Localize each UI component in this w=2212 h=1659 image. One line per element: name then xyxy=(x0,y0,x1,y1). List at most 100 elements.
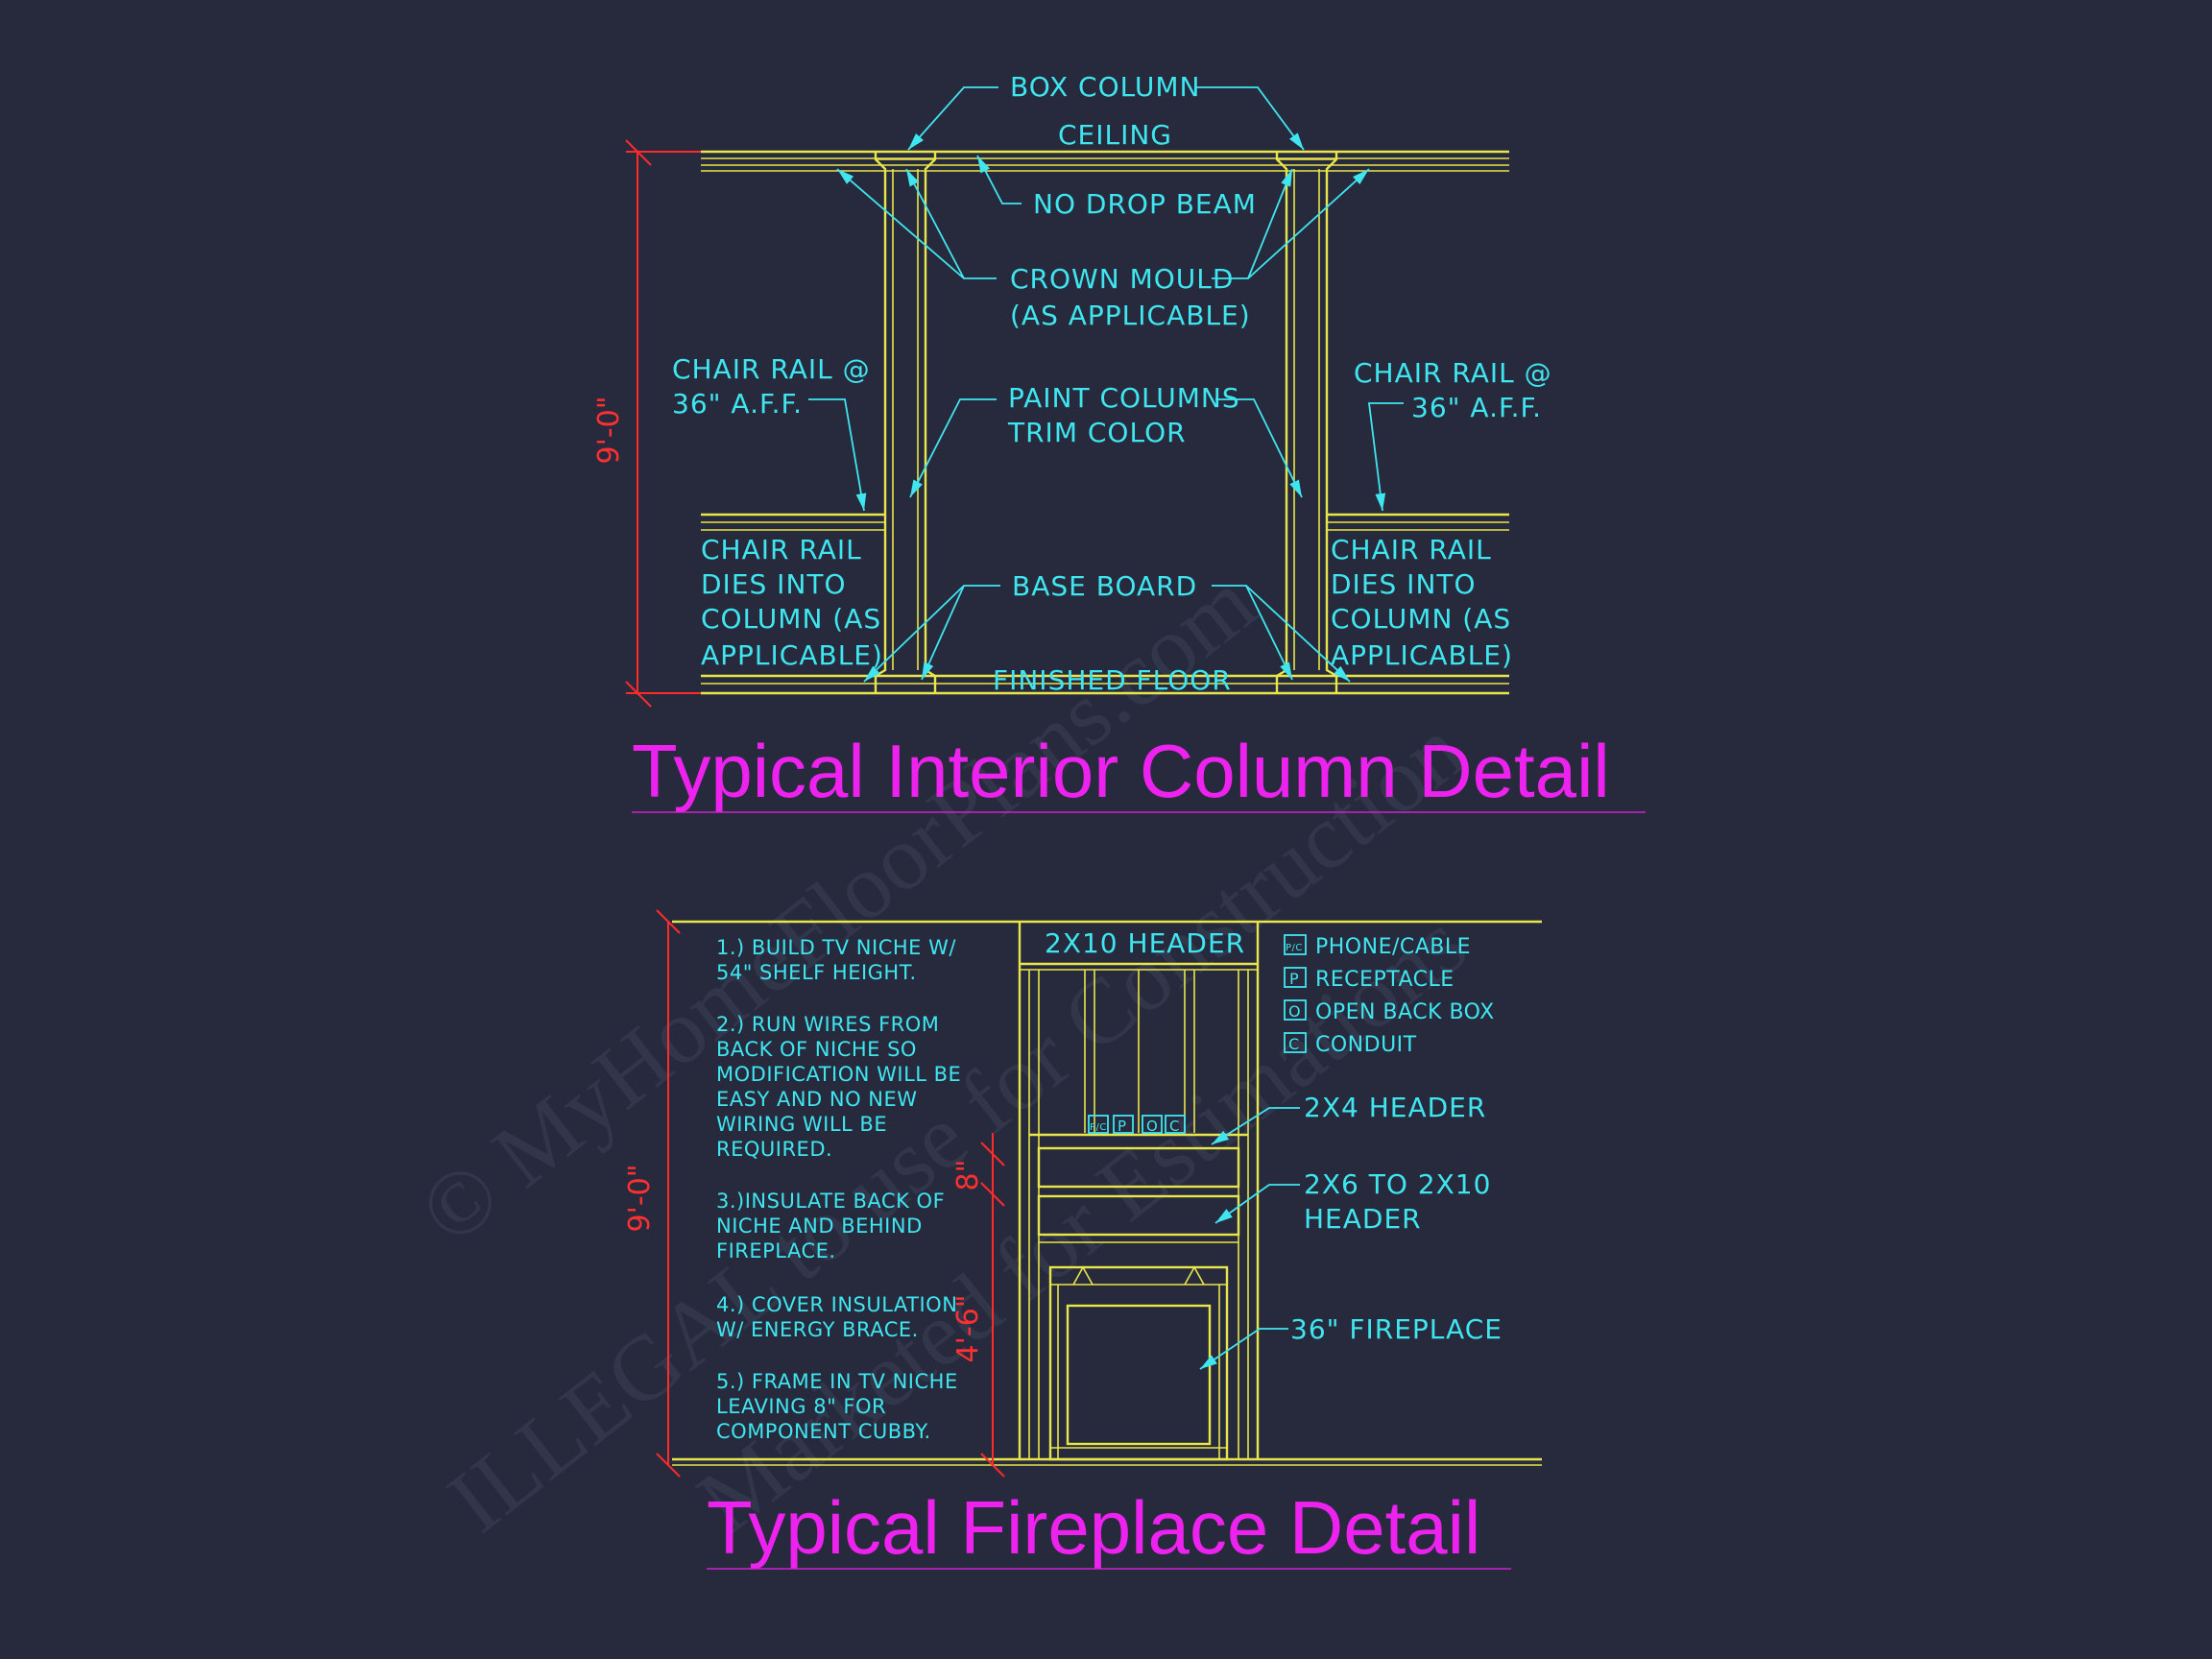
note-4-line: W/ ENERGY BRACE. xyxy=(716,1318,919,1341)
fireplace-notes: 1.) BUILD TV NICHE W/ 54" SHELF HEIGHT. … xyxy=(716,936,961,1443)
leader-2x6-header xyxy=(1214,1184,1300,1224)
leader-crown-left-1 xyxy=(836,168,997,279)
legend-symbol: P xyxy=(1289,970,1299,988)
label-2x6-header: 2X6 TO 2X10 xyxy=(1304,1168,1491,1200)
note-3-line: NICHE AND BEHIND xyxy=(716,1214,923,1238)
leader-chair-rail-left xyxy=(808,398,867,512)
header-2x6-box xyxy=(1037,1194,1240,1237)
label-box-column: BOX COLUMN xyxy=(1010,71,1200,103)
fireplace-leaders xyxy=(1199,1107,1300,1370)
phone-cable-icon xyxy=(1088,1115,1109,1134)
column-detail-labels: BOX COLUMN CEILING NO DROP BEAM CROWN MO… xyxy=(672,71,1551,696)
note-2-line: 2.) RUN WIRES FROM xyxy=(716,1013,939,1036)
header-2x4-box xyxy=(1037,1146,1240,1189)
note-4-line: 4.) COVER INSULATION xyxy=(716,1293,957,1316)
label-dies-left: APPLICABLE) xyxy=(701,639,883,671)
fireplace-vent xyxy=(1072,1265,1094,1286)
note-3-line: FIREPLACE. xyxy=(716,1239,836,1262)
leader-no-drop-beam xyxy=(976,155,1022,204)
fireplace-dimensions: 9'-0" 8" 4'-6" xyxy=(623,909,1005,1478)
leader-crown-right-1 xyxy=(1212,168,1370,279)
legend-label: PHONE/CABLE xyxy=(1315,935,1471,959)
note-2-line: WIRING WILL BE xyxy=(716,1113,887,1136)
legend-label: CONDUIT xyxy=(1315,1033,1417,1057)
legend-label: OPEN BACK BOX xyxy=(1315,1000,1495,1024)
legend: P/C PHONE/CABLE P RECEPTACLE O OPEN BACK… xyxy=(1284,934,1495,1057)
fireplace-surround xyxy=(1048,1265,1229,1461)
leader-2x4-header xyxy=(1211,1107,1300,1145)
label-dies-right: COLUMN (AS xyxy=(1331,603,1511,635)
legend-conduit-icon xyxy=(1284,1032,1307,1053)
label-trim-color: TRIM COLOR xyxy=(1007,417,1187,448)
label-dies-right: DIES INTO xyxy=(1331,568,1477,600)
label-crown-mould: CROWN MOULD xyxy=(1010,263,1234,295)
leader-box-column-right xyxy=(1194,86,1305,151)
label-ceiling: CEILING xyxy=(1058,119,1172,151)
leader-paint-right xyxy=(1215,398,1303,498)
cubby-dim: 8" xyxy=(951,1160,985,1191)
fireplace-labels: 2X10 HEADER 2X4 HEADER 2X6 TO 2X10 HEADE… xyxy=(1045,927,1502,1345)
label-chair-rail-left-height: 36" A.F.F. xyxy=(672,388,803,420)
fireplace-height-dim: 4'-6" xyxy=(951,1294,985,1362)
label-dies-right: APPLICABLE) xyxy=(1331,639,1513,671)
label-no-drop-beam: NO DROP BEAM xyxy=(1033,188,1257,220)
fireplace-detail-title: Typical Fireplace Detail xyxy=(707,1485,1480,1570)
note-5-line: LEAVING 8" FOR xyxy=(716,1395,886,1418)
label-finished-floor: FINISHED FLOOR xyxy=(993,664,1232,696)
note-2-line: REQUIRED. xyxy=(716,1138,832,1161)
label-paint-columns: PAINT COLUMNS xyxy=(1008,382,1240,414)
column-height-dim: 9'-0" xyxy=(592,396,626,464)
legend-receptacle-icon xyxy=(1284,967,1307,988)
fireplace-firebox xyxy=(1066,1304,1212,1446)
label-dies-left: CHAIR RAIL xyxy=(701,534,862,565)
legend-symbol: P/C xyxy=(1286,943,1303,953)
column-detail-leaders xyxy=(808,86,1404,683)
receptacle-icon xyxy=(1113,1115,1134,1134)
leader-crown-left-2 xyxy=(905,168,965,279)
label-dies-right: CHAIR RAIL xyxy=(1331,534,1492,565)
label-2x10-header: 2X10 HEADER xyxy=(1045,927,1245,959)
legend-label: RECEPTACLE xyxy=(1315,968,1455,992)
note-2-line: EASY AND NO NEW xyxy=(716,1088,918,1111)
leader-crown-right-2 xyxy=(1247,168,1293,279)
label-2x6-header-2: HEADER xyxy=(1304,1203,1422,1235)
outlet-symbol: O xyxy=(1146,1118,1158,1135)
legend-symbol: O xyxy=(1288,1002,1301,1021)
note-2-line: BACK OF NICHE SO xyxy=(716,1038,917,1061)
niche-outlets: P/C P O C xyxy=(1088,1115,1186,1135)
label-crown-mould-note: (AS APPLICABLE) xyxy=(1010,300,1251,331)
note-3-line: 3.)INSULATE BACK OF xyxy=(716,1190,945,1213)
legend-phone-cable-icon xyxy=(1284,934,1307,955)
leader-fireplace xyxy=(1199,1328,1288,1370)
fireplace-overall-dim: 9'-0" xyxy=(623,1164,657,1232)
note-5-line: COMPONENT CUBBY. xyxy=(716,1420,931,1443)
fireplace-vent xyxy=(1184,1265,1205,1286)
leader-base-right-2 xyxy=(1245,585,1293,681)
conduit-icon xyxy=(1165,1115,1186,1134)
outlet-symbol: P xyxy=(1118,1118,1127,1135)
box-column-left xyxy=(924,152,937,693)
label-dies-left: DIES INTO xyxy=(701,568,847,600)
label-2x4-header: 2X4 HEADER xyxy=(1304,1092,1486,1123)
leader-base-left-2 xyxy=(921,585,965,681)
outlet-symbol: C xyxy=(1169,1118,1180,1135)
label-chair-rail-left: CHAIR RAIL @ xyxy=(672,353,871,385)
outlet-symbol: P/C xyxy=(1090,1122,1107,1133)
note-1-line: 54" SHELF HEIGHT. xyxy=(716,961,917,984)
box-column-right xyxy=(1275,152,1288,693)
open-back-box-icon xyxy=(1142,1115,1163,1134)
note-2-line: MODIFICATION WILL BE xyxy=(716,1063,961,1086)
note-5-line: 5.) FRAME IN TV NICHE xyxy=(716,1370,958,1393)
fireplace-detail-linework xyxy=(672,920,1542,1466)
label-chair-rail-right-height: 36" A.F.F. xyxy=(1411,392,1542,423)
column-detail-title: Typical Interior Column Detail xyxy=(632,729,1610,813)
legend-open-back-box-icon xyxy=(1284,999,1307,1021)
leader-box-column-left xyxy=(907,86,998,151)
legend-symbol: C xyxy=(1288,1035,1300,1053)
leader-chair-rail-right xyxy=(1367,402,1404,512)
leader-paint-left xyxy=(909,398,997,498)
column-height-dimension: 9'-0" xyxy=(592,139,701,708)
label-dies-left: COLUMN (AS xyxy=(701,603,881,635)
